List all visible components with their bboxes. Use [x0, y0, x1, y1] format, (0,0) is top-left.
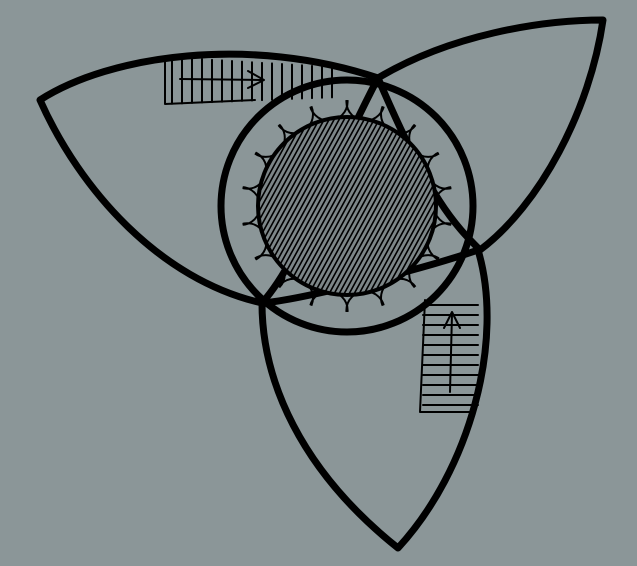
scallop-arc — [222, 187, 260, 225]
hatch-line — [137, 96, 257, 316]
hatch-line — [442, 96, 562, 316]
ladder-upper — [165, 57, 332, 104]
hatch-line — [477, 96, 597, 316]
hatch-line — [482, 96, 602, 316]
hatch-line — [497, 96, 617, 316]
hatch-line — [127, 96, 247, 316]
hatch-line — [492, 96, 612, 316]
scallop-arc — [346, 291, 384, 329]
hatch-line — [487, 96, 607, 316]
scallop-arc — [310, 83, 348, 121]
hatch-line — [132, 96, 252, 316]
hatch-line — [437, 96, 557, 316]
ladder-lower — [420, 300, 478, 412]
scallop-arc — [310, 291, 348, 329]
hatch-line — [67, 96, 187, 316]
hatch-line — [82, 96, 202, 316]
hatch-line — [72, 96, 192, 316]
hatch-line — [77, 96, 197, 316]
up-arrow-icon — [444, 312, 460, 392]
hatch-line — [447, 96, 567, 316]
